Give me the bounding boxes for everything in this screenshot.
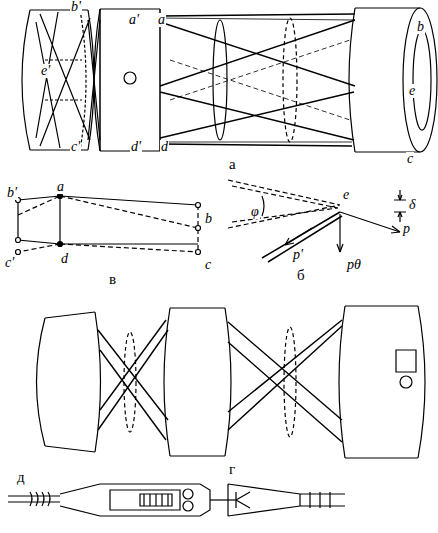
point-label: b xyxy=(416,20,425,34)
point-label: d xyxy=(160,140,169,154)
point-label: b' xyxy=(6,186,18,200)
cable-fitting xyxy=(8,484,345,516)
force-diagram xyxy=(228,180,406,262)
truss-cylinder-2 xyxy=(37,306,426,458)
point-label: d xyxy=(60,252,69,266)
truss-scheme xyxy=(16,194,201,255)
figure-letter: а xyxy=(228,157,237,171)
point-label: c xyxy=(406,152,414,166)
figure-letter: д xyxy=(16,470,26,484)
point-label: e xyxy=(342,188,350,202)
point-label: c xyxy=(204,258,212,272)
point-label: p' xyxy=(292,248,304,262)
point-label: φ xyxy=(250,205,260,219)
point-label: pθ xyxy=(346,258,362,272)
point-label: c' xyxy=(70,140,81,154)
truss-cylinder xyxy=(22,8,437,152)
point-label: e xyxy=(408,84,416,98)
point-label: e' xyxy=(40,64,51,78)
figure-letter: г xyxy=(228,462,236,476)
point-label: a xyxy=(157,13,166,27)
point-label: d' xyxy=(130,140,142,154)
point-label: b' xyxy=(70,0,82,14)
point-label: b xyxy=(204,212,213,226)
figure-letter: б xyxy=(296,268,306,282)
point-label: p xyxy=(402,222,411,236)
point-label: a' xyxy=(128,13,140,27)
point-label: c' xyxy=(4,256,15,270)
point-label: a xyxy=(56,180,65,194)
figure-letter: в xyxy=(108,272,117,286)
point-label: δ xyxy=(408,198,417,212)
